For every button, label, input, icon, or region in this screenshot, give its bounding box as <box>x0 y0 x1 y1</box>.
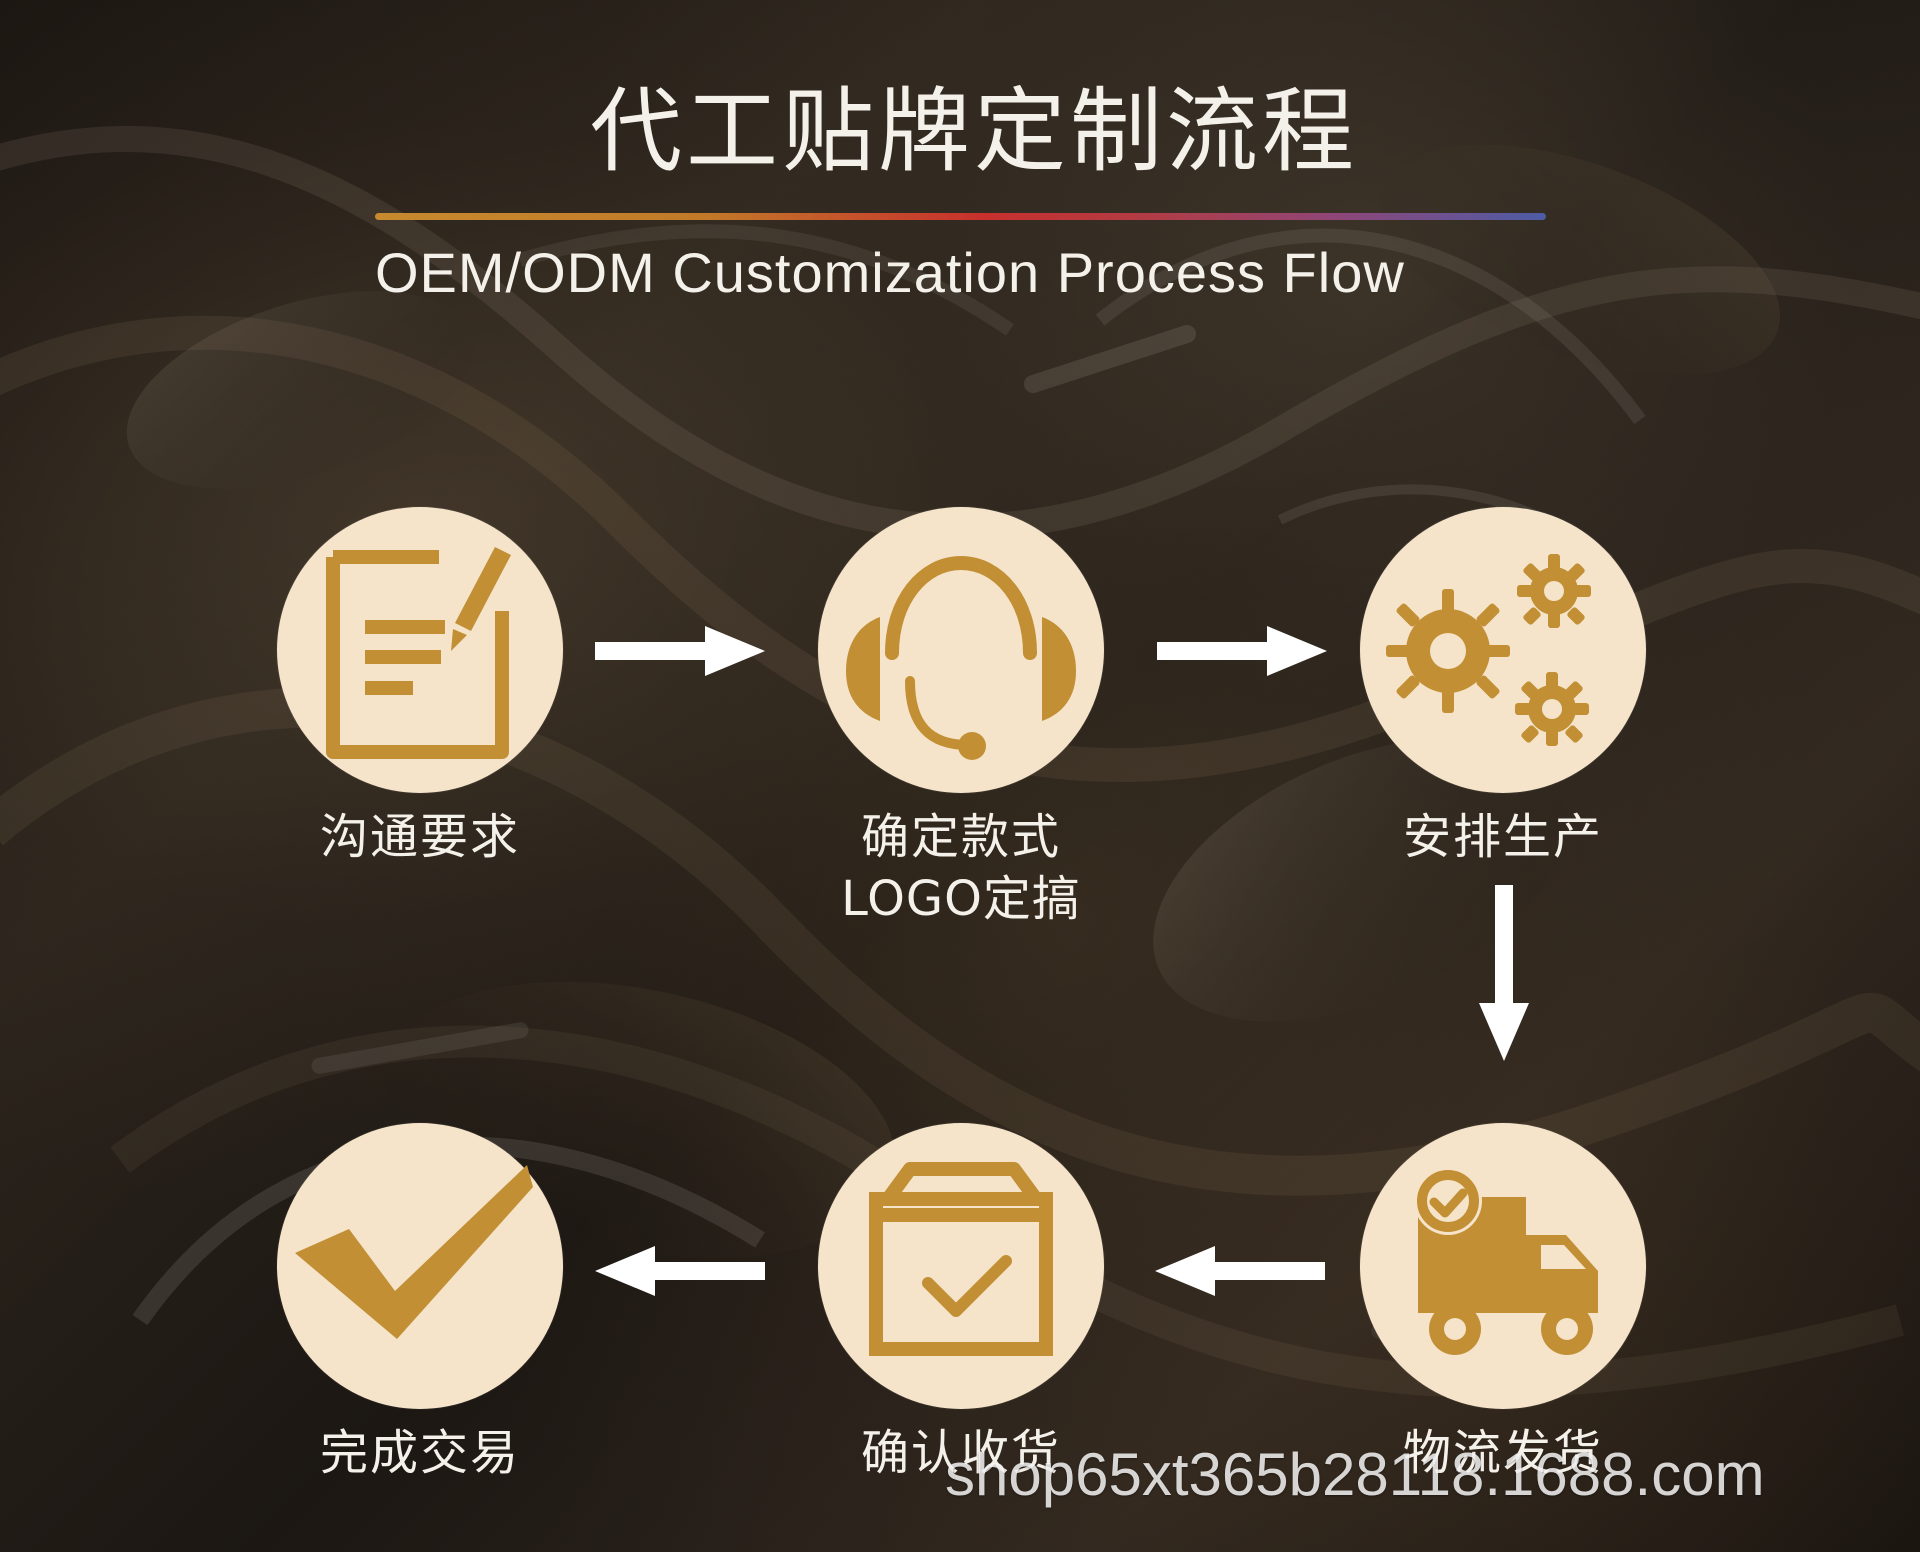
step-sublabel: LOGO定搞 <box>841 871 1081 927</box>
step-confirm-style: 确定款式 LOGO定搞 <box>816 507 1106 929</box>
checkmark-icon <box>295 1165 533 1339</box>
arrow-right-1-icon <box>595 626 765 676</box>
arrow-left-1-icon <box>1155 1246 1325 1296</box>
step-confirm-receipt: 确认收货 <box>816 1123 1106 1483</box>
delivery-truck-icon <box>1414 1167 1598 1355</box>
step-label: 确认收货 <box>860 1425 1061 1481</box>
header: 代工贴牌定制流程 OEM/ODM Customization Process F… <box>0 0 1920 330</box>
arrow-left-2-icon <box>595 1246 765 1296</box>
page-subtitle: OEM/ODM Customization Process Flow <box>375 241 1405 304</box>
step-logistics-shipping: 物流发货 <box>1358 1123 1648 1483</box>
watermark-text: shop65xt365b28118.1688.com <box>945 1441 1765 1508</box>
step-circle <box>277 507 563 793</box>
headset-icon <box>846 555 1076 760</box>
step-label: 确定款式 <box>860 809 1061 865</box>
step-label: 物流发货 <box>1402 1425 1603 1481</box>
document-edit-icon <box>326 547 511 759</box>
step-label: 完成交易 <box>319 1425 520 1481</box>
step-arrange-production: 安排生产 <box>1358 507 1648 867</box>
title-divider <box>375 213 1546 220</box>
step-circle <box>277 1123 563 1409</box>
step-circle <box>1360 507 1646 793</box>
step-label: 安排生产 <box>1402 809 1603 865</box>
step-circle <box>818 1123 1104 1409</box>
step-circle <box>818 507 1104 793</box>
gears-icon <box>1386 554 1591 746</box>
page-title: 代工贴牌定制流程 <box>590 78 1359 185</box>
step-circle <box>1360 1123 1646 1409</box>
arrow-down-icon <box>1479 885 1529 1061</box>
arrow-right-2-icon <box>1157 626 1327 676</box>
box-check-icon <box>869 1162 1053 1356</box>
step-complete-transaction: 完成交易 <box>275 1123 565 1483</box>
step-communicate-requirements: 沟通要求 <box>275 507 565 867</box>
step-label: 沟通要求 <box>319 809 520 865</box>
